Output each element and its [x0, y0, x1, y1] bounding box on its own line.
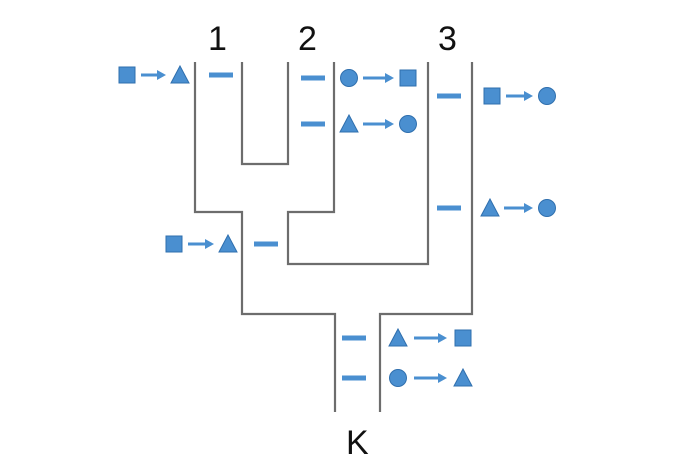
- tree-branches: [193, 62, 474, 412]
- triangle-icon: [388, 327, 408, 347]
- circle-icon: [389, 369, 407, 387]
- branch-mark-icon: [254, 241, 278, 247]
- square-icon: [399, 69, 417, 87]
- square-icon: [118, 66, 136, 84]
- character-change-marks: [118, 64, 556, 387]
- triangle-icon: [218, 233, 238, 253]
- arrow-icon: [385, 119, 394, 129]
- lineage-2-label: 2: [298, 20, 317, 58]
- triangle-icon: [170, 64, 190, 84]
- branch-lineage-1-right: [240, 62, 290, 166]
- circle-icon: [340, 69, 358, 87]
- branch-mark-icon: [209, 72, 233, 78]
- square-icon: [483, 87, 501, 105]
- lineage-1-label: 1: [208, 20, 227, 58]
- branch-lineage-2-right: [286, 62, 430, 266]
- branch-lineage-1-left: [193, 62, 337, 412]
- arrow-icon: [205, 239, 214, 249]
- circle-icon: [538, 87, 556, 105]
- branch-mark-icon: [342, 375, 366, 381]
- triangle-icon: [453, 367, 473, 387]
- triangle-icon: [480, 197, 500, 217]
- arrow-icon: [524, 91, 533, 101]
- arrow-icon: [524, 203, 533, 213]
- lineage-3-label: 3: [438, 20, 457, 58]
- branch-mark-icon: [437, 93, 461, 99]
- branch-mark-icon: [342, 335, 366, 341]
- square-icon: [165, 235, 183, 253]
- root-label: K: [346, 424, 369, 462]
- branch-lineage-3-right: [378, 62, 474, 412]
- arrow-icon: [438, 373, 447, 383]
- arrow-icon: [157, 70, 166, 80]
- branch-mark-icon: [437, 205, 461, 211]
- circle-icon: [538, 199, 556, 217]
- arrow-icon: [438, 333, 447, 343]
- circle-icon: [399, 115, 417, 133]
- arrow-icon: [385, 73, 394, 83]
- triangle-icon: [339, 113, 359, 133]
- branch-mark-icon: [301, 75, 325, 81]
- square-icon: [454, 329, 472, 347]
- branch-mark-icon: [301, 121, 325, 127]
